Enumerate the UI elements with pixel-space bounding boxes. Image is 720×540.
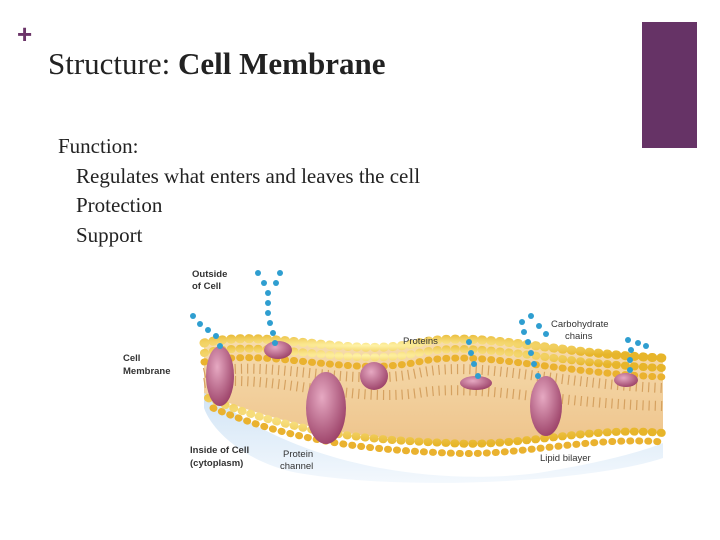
accent-bar xyxy=(642,22,697,148)
plus-icon: + xyxy=(17,19,33,49)
function-heading: Function: xyxy=(58,134,139,158)
protein-right xyxy=(460,376,492,390)
protein-upper xyxy=(264,341,292,359)
label-carb-2: chains xyxy=(565,331,593,342)
cytoplasm-region xyxy=(204,388,663,483)
label-membrane-2: Membrane xyxy=(123,366,171,377)
membrane-proteins xyxy=(206,341,638,444)
slide-title: Structure: Cell Membrane xyxy=(48,46,385,82)
protein-edge xyxy=(614,373,638,387)
label-proteins: Proteins xyxy=(403,336,438,347)
label-inside-2: (cytoplasm) xyxy=(190,458,243,469)
label-inside-1: Inside of Cell xyxy=(190,445,249,456)
function-item: Support xyxy=(76,222,143,247)
protein-middle xyxy=(360,362,388,390)
label-outside-2: of Cell xyxy=(192,281,221,292)
function-item: Regulates what enters and leaves the cel… xyxy=(76,163,421,188)
title-main: Cell Membrane xyxy=(178,46,386,81)
protein-left xyxy=(206,346,234,406)
function-list: Function: Regulates what enters and leav… xyxy=(58,132,420,250)
cell-membrane-diagram: Outside of Cell Cell Membrane Proteins C… xyxy=(123,269,668,483)
label-channel-1: Protein xyxy=(283,449,313,460)
label-carb-1: Carbohydrate xyxy=(551,319,609,330)
protein-channel xyxy=(306,372,346,444)
title-prefix: Structure: xyxy=(48,46,171,81)
phospholipid-heads-bottom xyxy=(204,394,667,457)
label-bilayer: Lipid bilayer xyxy=(540,453,591,464)
label-membrane-1: Cell xyxy=(123,353,140,364)
label-channel-2: channel xyxy=(280,461,313,472)
label-outside-1: Outside xyxy=(192,269,227,280)
function-item: Protection xyxy=(76,193,163,217)
carbohydrate-chains xyxy=(190,270,649,379)
protein-large-right xyxy=(530,376,562,436)
